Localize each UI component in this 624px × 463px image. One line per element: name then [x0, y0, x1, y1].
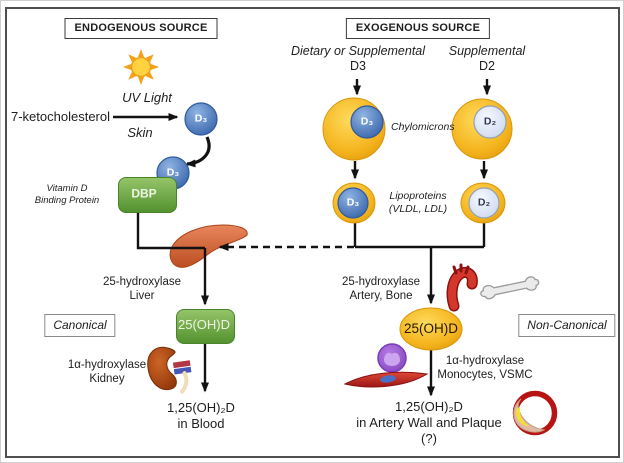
supplemental-d2-label: Supplemental D2 [449, 44, 525, 75]
dbp-label: DBP [131, 186, 157, 201]
label-line: Liver [129, 290, 155, 303]
non-canonical-badge: Non-Canonical [518, 314, 616, 337]
artery-plaque-icon [512, 390, 558, 436]
bone-icon [480, 276, 540, 300]
endogenous-source-header: ENDOGENOUS SOURCE [64, 18, 218, 40]
d3-circle-lipoprotein [337, 187, 369, 219]
sun-icon [123, 49, 159, 85]
dbp-box [118, 177, 177, 213]
label-line: Kidney [89, 373, 125, 386]
label-line: Monocytes, VSMC [437, 369, 533, 382]
aorta-icon [446, 263, 478, 312]
exogenous-source-header: EXOGENOUS SOURCE [345, 18, 491, 40]
dietary-d3-label: Dietary or Supplemental D3 [291, 44, 425, 75]
vsmc-icon [343, 371, 429, 388]
25ohd-box-canonical [176, 309, 235, 344]
label-line: in Blood [177, 415, 225, 431]
label-line: 25-hydroxylase [342, 276, 420, 288]
lipoproteins-label: Lipoproteins (VLDL, LDL) [389, 190, 447, 216]
label-line: 1α-hydroxylase [67, 359, 147, 371]
label-line: D3 [350, 59, 366, 74]
d2-label-lipoprotein: D₂ [477, 196, 491, 209]
caption-line: Vitamin D [46, 183, 88, 194]
chylomicrons-label: Chylomicrons [391, 121, 455, 133]
d3-label-skin: D₃ [194, 112, 208, 125]
d3-circle-skin [184, 102, 218, 136]
d2-label-chylomicron: D₂ [483, 115, 497, 128]
label-line: 1α-hydroxylase [445, 355, 525, 367]
label-line: D2 [479, 59, 495, 74]
alpha-hydroxylase-monocytes-label: 1α-hydroxylase Monocytes, VSMC [437, 354, 532, 382]
d3-circle-chylomicron [350, 105, 384, 139]
caption-line: Binding Protein [34, 194, 100, 206]
kidney-icon [147, 346, 192, 394]
canonical-badge: Canonical [44, 314, 116, 337]
label-line: (?) [421, 430, 437, 446]
result-blood-label: 1,25(OH)₂D in Blood [167, 400, 235, 432]
25ohd-label-noncanonical: 25(OH)D [403, 320, 459, 336]
connector-dbp-to-liver [136, 211, 205, 250]
label-line: (VLDL, LDL) [388, 202, 448, 215]
label-line: Supplemental [448, 44, 526, 58]
d2-circle-lipoprotein [468, 187, 500, 219]
vitamin-d-binding-protein-label: Vitamin D Binding Protein [35, 183, 99, 206]
hydroxylase-artery-bone-label: 25-hydroxylase Artery, Bone [342, 275, 420, 303]
label-line: 25-hydroxylase [103, 276, 181, 288]
label-line: Dietary or Supplemental [290, 44, 426, 58]
arrow-d3-to-dbp [185, 136, 211, 168]
label-line: Lipoproteins [389, 190, 447, 202]
hydroxylase-liver-label: 25-hydroxylase Liver [103, 275, 181, 303]
label-line: Artery, Bone [349, 290, 413, 303]
connector-lipoproteins [353, 223, 486, 249]
d3-label-carrier: D₃ [166, 166, 180, 179]
liver-icon [169, 224, 248, 268]
label-line: 1,25(OH)₂D [167, 400, 235, 415]
25ohd-label-canonical: 25(OH)D [177, 317, 231, 333]
uv-light-label: UV Light [122, 90, 172, 105]
alpha-hydroxylase-kidney-label: 1α-hydroxylase Kidney [68, 358, 146, 386]
result-artery-label: 1,25(OH)₂D in Artery Wall and Plaque (?) [356, 399, 501, 447]
monocyte-icon [377, 343, 407, 373]
label-line: 1,25(OH)₂D [395, 399, 463, 414]
label-line: in Artery Wall and Plaque [356, 414, 502, 430]
diagram-border [5, 7, 620, 458]
ketocholesterol-label: 7-ketocholesterol [11, 109, 110, 124]
d3-label-lipoprotein: D₃ [346, 196, 360, 209]
d3-label-chylomicron: D₃ [360, 115, 374, 128]
d2-circle-chylomicron [473, 105, 507, 139]
skin-label: Skin [127, 125, 153, 140]
25ohd-ellipse-noncanonical [399, 307, 463, 351]
